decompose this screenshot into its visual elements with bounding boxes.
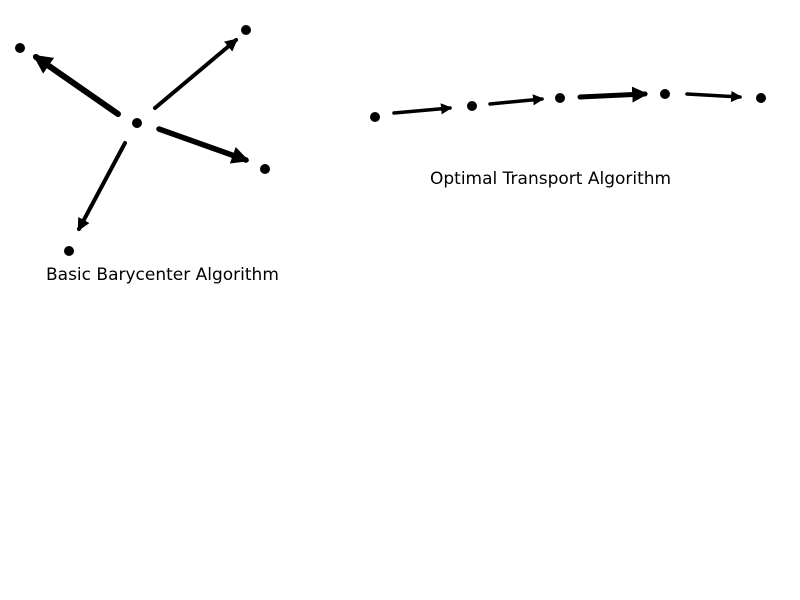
- barycenter-target-node-top-left: [15, 43, 25, 53]
- transport-arrow-2: [488, 94, 545, 106]
- transport-caption: Optimal Transport Algorithm: [430, 169, 671, 189]
- barycenter-target-node-top-right: [241, 25, 251, 35]
- barycenter-arrow-to-top-right: [153, 38, 238, 110]
- barycenter-arrow-to-bottom: [77, 141, 127, 232]
- transport-node-5: [756, 93, 766, 103]
- transport-arrow-4: [685, 90, 743, 103]
- barycenter-target-node-bottom: [64, 246, 74, 256]
- transport-panel: Optimal Transport Algorithm: [370, 86, 766, 189]
- transport-node-3: [555, 93, 565, 103]
- barycenter-panel: Basic Barycenter Algorithm: [15, 25, 279, 285]
- transport-node-1: [370, 112, 380, 122]
- transport-node-4: [660, 89, 670, 99]
- barycenter-target-node-right: [260, 164, 270, 174]
- barycenter-caption: Basic Barycenter Algorithm: [46, 265, 279, 285]
- transport-node-2: [467, 101, 477, 111]
- barycenter-arrow-to-top-left: [32, 54, 121, 117]
- barycenter-arrow-to-right: [156, 126, 250, 164]
- barycenter-center-node: [132, 118, 142, 128]
- transport-arrow-1: [392, 103, 453, 115]
- transport-arrow-3: [577, 86, 649, 103]
